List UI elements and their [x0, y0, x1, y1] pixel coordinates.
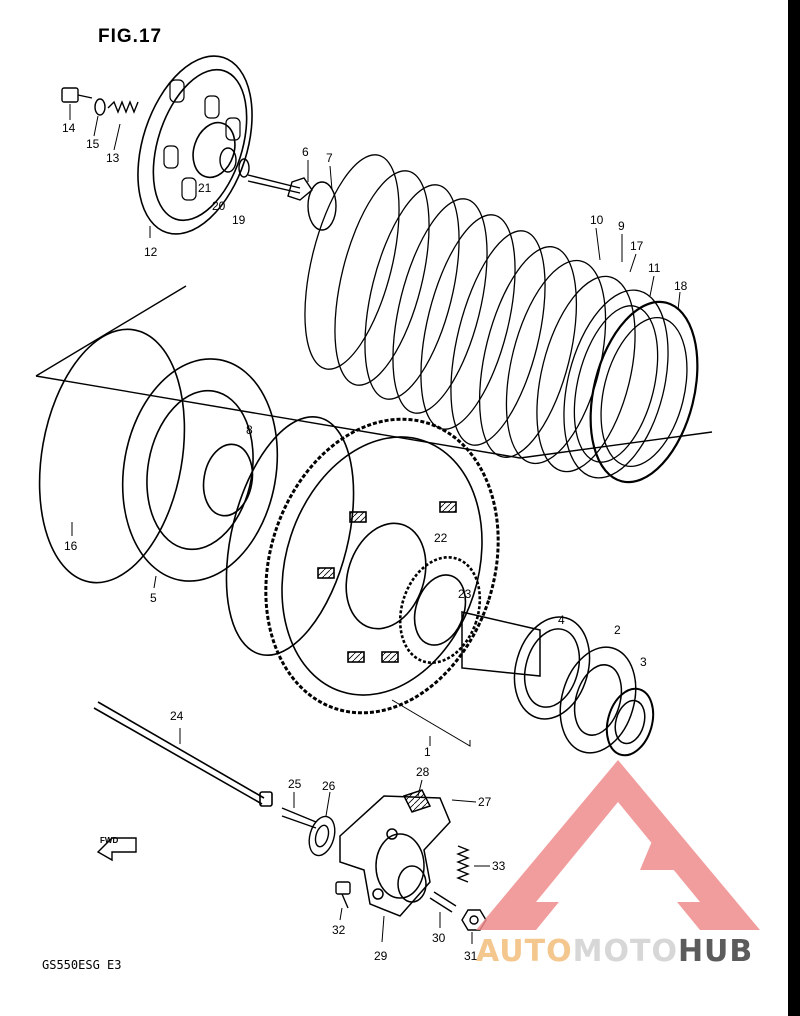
callout-31: 31 — [464, 949, 478, 963]
callout-10: 10 — [590, 213, 604, 227]
pin-and-seal — [281, 807, 336, 857]
callout-25: 25 — [288, 777, 302, 791]
clutch-plate-stack — [304, 154, 699, 484]
callout-17: 17 — [630, 239, 644, 253]
callout-4: 4 — [558, 613, 565, 627]
model-code: GS550ESG E3 — [42, 958, 122, 972]
callout-9: 9 — [618, 219, 625, 233]
callout-6: 6 — [302, 145, 309, 159]
callout-13: 13 — [106, 151, 120, 165]
pressure-plate — [137, 55, 253, 235]
callout-15: 15 — [86, 137, 100, 151]
watermark-text: AUTOMOTOHUB — [476, 934, 753, 969]
callout-3: 3 — [640, 655, 647, 669]
callout-28: 28 — [416, 765, 430, 779]
callout-22: 22 — [434, 531, 448, 545]
leader-lines — [69, 104, 681, 944]
callout-12: 12 — [144, 245, 158, 259]
watermark-logo-icon — [476, 760, 760, 930]
return-spring — [456, 845, 470, 883]
frame-edge — [788, 0, 800, 1016]
watermark-part-moto: MOTO — [572, 934, 678, 969]
callout-18: 18 — [674, 279, 688, 293]
needle-bearing-spacer — [461, 611, 655, 757]
callout-7: 7 — [326, 151, 333, 165]
callout-20: 20 — [212, 199, 226, 213]
callout-21: 21 — [198, 181, 212, 195]
fwd-label: FWD — [100, 836, 119, 845]
callout-numbers: 1 2 3 4 5 6 7 8 9 10 11 12 13 14 15 16 1… — [62, 121, 688, 963]
callout-27: 27 — [478, 795, 492, 809]
watermark-part-auto: AUTO — [476, 934, 573, 969]
push-rod — [93, 701, 273, 807]
figure-title: FIG.17 — [98, 26, 163, 47]
primary-driven-gear — [225, 415, 500, 715]
callout-30: 30 — [432, 931, 446, 945]
callout-32: 32 — [332, 923, 346, 937]
screws-and-nut — [335, 881, 487, 931]
callout-1: 1 — [424, 745, 431, 759]
callout-16: 16 — [64, 539, 78, 553]
callout-5: 5 — [150, 591, 157, 605]
callout-2: 2 — [614, 623, 621, 637]
callout-24: 24 — [170, 709, 184, 723]
bolt-washer-spring — [61, 87, 139, 116]
callout-8: 8 — [246, 423, 253, 437]
callout-11: 11 — [648, 261, 661, 275]
callout-26: 26 — [322, 779, 336, 793]
clutch-sleeve-hub — [38, 328, 279, 584]
callout-14: 14 — [62, 121, 76, 135]
release-lever — [339, 789, 451, 917]
release-rod-assembly — [219, 147, 337, 231]
fwd-arrow-icon — [96, 837, 137, 862]
callout-19: 19 — [232, 213, 246, 227]
callout-33: 33 — [492, 859, 506, 873]
callout-29: 29 — [374, 949, 388, 963]
callout-23: 23 — [458, 587, 472, 601]
watermark-part-hub: HUB — [677, 934, 754, 969]
